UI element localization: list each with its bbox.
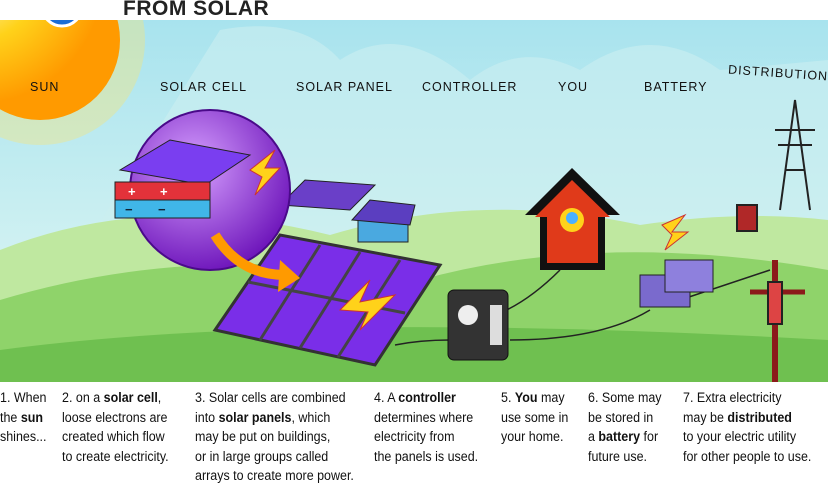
solar-panel-icon — [212, 233, 443, 367]
caption-text: 1. When — [0, 390, 47, 406]
transmission-tower-icon — [736, 99, 815, 382]
caption-line: be stored in — [588, 409, 662, 429]
solar-energy-scene: + + − − — [0, 20, 828, 382]
page-title: FROM SOLAR — [123, 0, 270, 20]
caption-text: 2. on a — [62, 390, 104, 406]
caption-text: created which flow — [62, 429, 165, 445]
caption-text: 7. Extra electricity — [683, 390, 782, 406]
caption-text: 4. A — [374, 390, 399, 406]
caption-text: for other people to use. — [683, 448, 812, 465]
caption-text: shines... — [0, 429, 47, 445]
caption-line: into solar panels, which — [195, 409, 354, 429]
caption-text: 5. — [501, 390, 515, 406]
caption-line: shines... — [0, 428, 47, 448]
positive-charge: + — [128, 184, 136, 199]
caption-text: determines where — [374, 409, 474, 426]
caption-text: for — [640, 429, 659, 445]
caption-text: electricity from — [374, 429, 455, 445]
caption-line: 6. Some may — [588, 389, 662, 409]
caption-line: 4. A controller — [374, 389, 478, 409]
solar-array-distant-icon — [278, 179, 377, 211]
caption-text: may be — [683, 409, 728, 426]
caption-text: arrays to create more power. — [195, 468, 354, 484]
negative-charge: − — [158, 202, 166, 217]
caption-keyword: solar panels — [218, 409, 292, 426]
caption-text: , which — [291, 409, 331, 426]
caption-text: the panels is used. — [374, 448, 479, 465]
caption-line: the sun — [0, 409, 47, 429]
caption-line: to create electricity. — [62, 448, 169, 468]
label-sun: SUN — [30, 80, 60, 94]
caption-line: arrays to create more power. — [195, 467, 354, 487]
caption-keyword: battery — [598, 429, 641, 445]
house-with-panel-icon — [350, 199, 416, 243]
caption-text: may — [537, 390, 565, 406]
caption-text: , — [157, 390, 162, 406]
caption-line: a battery for — [588, 428, 662, 448]
sun-icon — [0, 20, 145, 145]
solar-cell-orb: + + − − — [114, 109, 300, 292]
home-icon — [525, 168, 620, 270]
caption-text: your home. — [501, 429, 564, 445]
positive-charge: + — [160, 184, 168, 199]
label-solar-cell: SOLAR CELL — [160, 80, 248, 94]
caption-text: or in large groups called — [195, 448, 329, 465]
caption-line: electricity from — [374, 428, 478, 448]
caption-text: to create electricity. — [62, 448, 169, 465]
caption-keyword: You — [514, 390, 538, 406]
caption-line: may be put on buildings, — [195, 428, 354, 448]
caption-text: use some in — [501, 409, 569, 426]
caption-line: 1. When — [0, 389, 47, 409]
caption-text: the — [0, 409, 21, 426]
controller-icon — [447, 289, 509, 361]
negative-charge: − — [125, 202, 133, 217]
caption-text: loose electrons are — [62, 409, 168, 426]
caption-line: the panels is used. — [374, 448, 478, 468]
caption-text: a — [588, 429, 599, 445]
caption-text: be stored in — [588, 409, 654, 426]
label-battery: BATTERY — [644, 80, 708, 94]
caption-line: use some in — [501, 409, 568, 429]
caption-keyword: controller — [398, 390, 456, 406]
caption-line: determines where — [374, 409, 478, 429]
caption-line: loose electrons are — [62, 409, 169, 429]
caption-text: 3. Solar cells are combined — [195, 390, 346, 406]
label-solar-panel: SOLAR PANEL — [296, 80, 393, 94]
caption-line: created which flow — [62, 428, 169, 448]
caption-line: for other people to use. — [683, 448, 811, 468]
caption-text: into — [195, 409, 219, 426]
caption-line: your home. — [501, 428, 568, 448]
caption-line: 7. Extra electricity — [683, 389, 811, 409]
caption-text: 6. Some may — [588, 390, 662, 406]
battery-icon — [639, 213, 714, 308]
caption-line: to your electric utility — [683, 428, 811, 448]
caption-step-3: 3. Solar cells are combined into solar pa… — [195, 389, 354, 487]
label-controller: CONTROLLER — [422, 80, 518, 94]
caption-line: 5. You may — [501, 389, 568, 409]
caption-text: to your electric utility — [683, 429, 797, 445]
caption-text: may be put on buildings, — [195, 429, 331, 445]
caption-line: 3. Solar cells are combined — [195, 389, 354, 409]
caption-keyword: distributed — [727, 409, 792, 426]
caption-text: future use. — [588, 448, 648, 465]
caption-keyword: sun — [20, 409, 44, 426]
caption-keyword: solar cell — [103, 390, 158, 406]
caption-line: or in large groups called — [195, 448, 354, 468]
caption-line: 2. on a solar cell, — [62, 389, 169, 409]
caption-line: may be distributed — [683, 409, 811, 429]
label-you: YOU — [558, 80, 589, 94]
caption-line: future use. — [588, 448, 662, 468]
